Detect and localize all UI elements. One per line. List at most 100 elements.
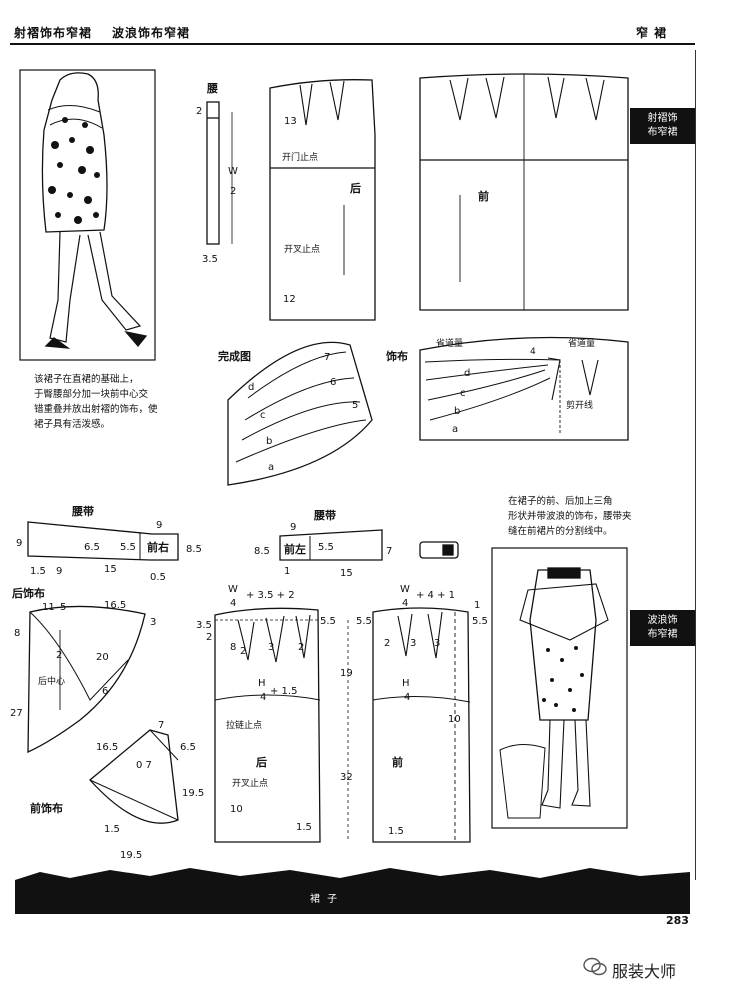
label-4-hip-front: 4 <box>404 692 410 703</box>
waistband-front-left <box>279 529 383 561</box>
label-dart-amount-1: 省道量 <box>436 337 463 349</box>
illustration-radial-drape-skirt <box>19 69 156 361</box>
waistband-front-right <box>27 521 179 561</box>
label-4-front: 4 <box>402 598 408 609</box>
label-b: b <box>266 436 272 447</box>
label-drape-c: c <box>460 388 466 399</box>
label-front-bottom: 前 <box>392 755 403 769</box>
label-2b: 2 <box>206 632 212 643</box>
label-3d: 3 <box>434 638 440 649</box>
label-waistband-left: 腰带 <box>71 504 94 518</box>
label-13: 13 <box>284 116 297 127</box>
label-32: 32 <box>340 772 353 783</box>
label-W-back: W <box>228 584 238 595</box>
label-8a: 8 <box>14 628 20 639</box>
label-front-left: 前左 <box>284 542 306 556</box>
label-c: c <box>260 410 266 421</box>
label-back-center: 后中心 <box>38 675 65 687</box>
label-20: 20 <box>96 652 109 663</box>
label-d: d <box>248 382 254 393</box>
back-skirt-bottom <box>214 607 321 843</box>
label-4-back: 4 <box>230 598 236 609</box>
label-waistband-right: 腰带 <box>313 508 336 522</box>
drape-pattern <box>419 336 629 441</box>
label-07: 0 7 <box>136 760 152 771</box>
label-zipper-stop-bottom: 拉链止点 <box>226 719 262 731</box>
side-tab-radial-drape: 射褶饰 布窄裙 <box>630 108 695 144</box>
header-title-left-1: 射褶饰布窄裙 <box>14 26 93 40</box>
footer-band <box>15 868 690 914</box>
label-27: 27 <box>10 708 23 719</box>
label-6a: 6 <box>102 686 108 697</box>
label-65: 6.5 <box>84 542 100 553</box>
label-4-hip-back: 4 <box>260 692 266 703</box>
label-front-waist-formula: + 4 + 1 <box>416 590 455 601</box>
caption-top-left: 该裙子在直裙的基础上， 于臀腰部分加一块前中心交 错重叠并放出射褶的饰布，使 裙… <box>34 372 158 432</box>
label-65b: 6.5 <box>180 742 196 753</box>
label-11: 11 <box>42 602 55 613</box>
label-55d: 5.5 <box>356 616 372 627</box>
label-3b: 3 <box>268 642 274 653</box>
label-9c: 9 <box>56 566 62 577</box>
label-1s: 1 <box>284 566 290 577</box>
label-55e: 5.5 <box>472 616 488 627</box>
label-back-drape: 后饰布 <box>12 586 45 600</box>
label-15e: 1.5 <box>388 826 404 837</box>
label-1a: 1 <box>474 600 480 611</box>
label-v35: 3.5 <box>202 254 218 265</box>
label-3a: 3 <box>150 617 156 628</box>
caption-line: 裙子具有活泼感。 <box>34 419 111 430</box>
label-8b: 8 <box>230 642 236 653</box>
label-55c: 5.5 <box>320 616 336 627</box>
front-skirt-bottom <box>372 607 471 843</box>
label-back-waist-formula: + 3.5 + 2 <box>246 590 295 601</box>
label-front-drape: 前饰布 <box>30 801 63 815</box>
label-2a: 2 <box>56 650 62 661</box>
label-cut-line: 剪开线 <box>566 399 593 411</box>
page-number: 283 <box>666 914 689 927</box>
label-85a: 8.5 <box>186 544 202 555</box>
label-2d: 2 <box>298 642 304 653</box>
label-19: 19 <box>340 668 353 679</box>
label-10b: 10 <box>448 714 461 725</box>
side-tab-line: 射褶饰 <box>647 113 678 124</box>
waistband-piece <box>206 101 220 245</box>
label-5: 5 <box>352 400 358 411</box>
label-10a: 10 <box>230 804 243 815</box>
page-edge-line <box>695 50 696 880</box>
label-drape-a: a <box>452 424 458 435</box>
label-drape-d: d <box>464 368 470 379</box>
label-05: 0.5 <box>150 572 166 583</box>
illustration-dots <box>48 117 100 224</box>
label-9a: 9 <box>16 538 22 549</box>
label-dart-amount-2: 省道量 <box>568 337 595 349</box>
label-H-back: H <box>258 678 266 689</box>
label-15c: 1.5 <box>104 824 120 835</box>
label-3c: 3 <box>410 638 416 649</box>
caption-line: 于臀腰部分加一块前中心交 <box>34 389 149 400</box>
label-7a: 7 <box>386 546 392 557</box>
label-9b: 9 <box>156 520 162 531</box>
back-skirt-pattern <box>269 79 376 321</box>
header-rule <box>10 43 695 45</box>
label-v2: 2 <box>196 106 202 117</box>
label-6: 6 <box>330 377 336 388</box>
label-a: a <box>268 462 274 473</box>
label-15s: 1.5 <box>30 566 46 577</box>
label-W-front: W <box>400 584 410 595</box>
label-195b: 19.5 <box>120 850 142 861</box>
label-back-bottom: 后 <box>256 755 267 769</box>
label-zipper-stop: 开门止点 <box>282 151 318 163</box>
label-slit-stop: 开叉止点 <box>284 243 320 255</box>
side-tab-line: 波浪饰 <box>647 615 678 626</box>
wechat-icon <box>583 957 607 976</box>
label-7: 7 <box>324 352 330 363</box>
watermark-text: 服装大师 <box>612 962 677 981</box>
label-15d: 1.5 <box>296 822 312 833</box>
label-165b: 16.5 <box>96 742 118 753</box>
label-waistband: 腰 <box>206 82 218 95</box>
label-front-right: 前右 <box>147 540 169 554</box>
header-title-left-2: 波浪饰布窄裙 <box>112 26 191 40</box>
